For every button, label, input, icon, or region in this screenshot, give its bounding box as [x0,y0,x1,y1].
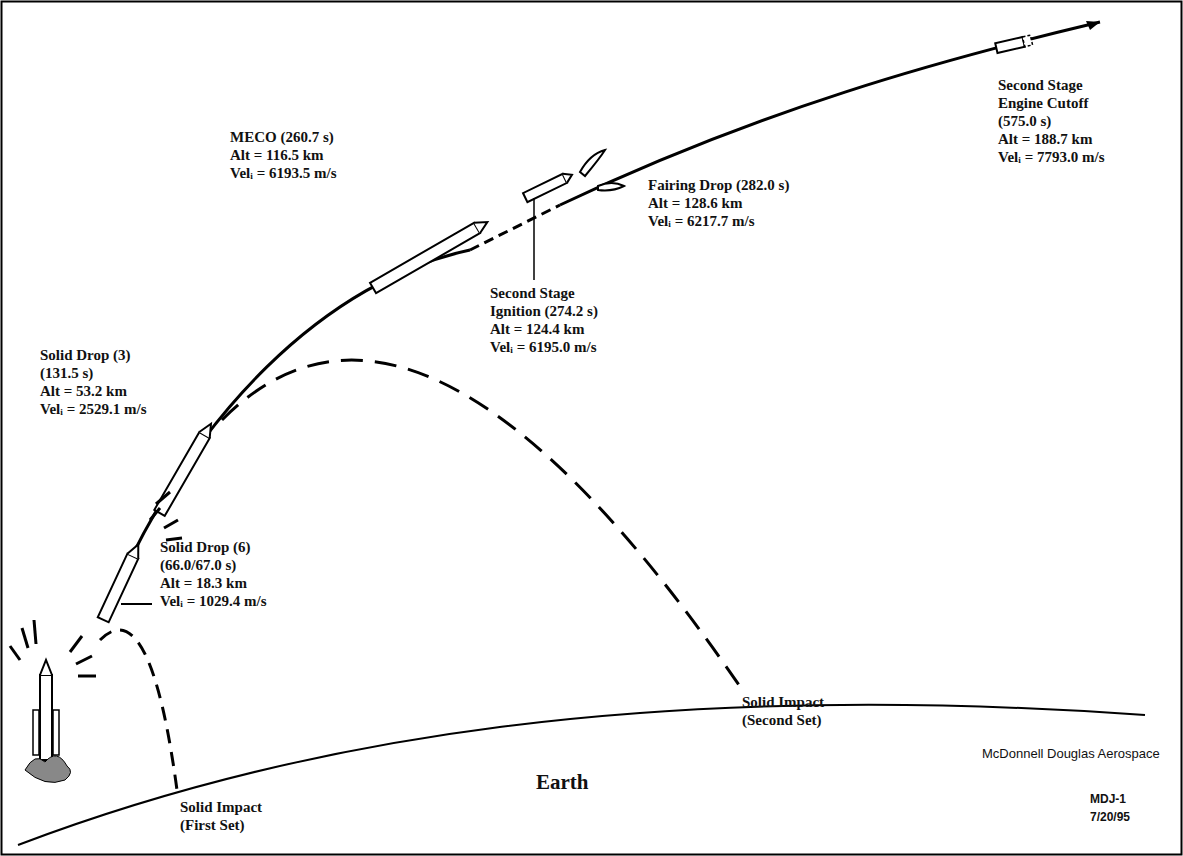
impact-arc [100,630,177,790]
impact-arc [222,360,741,688]
second-stage [523,170,574,202]
drawing-number: MDJ-1 [1090,790,1126,808]
velocity: Velᵢ = 1029.4 m/s [160,592,267,610]
company-credit: McDonnell Douglas Aerospace [982,745,1160,763]
event-time: (131.5 s) [40,364,93,382]
earth-surface [18,705,1145,845]
altitude: Alt = 116.5 km [230,146,324,164]
second-stage-final [995,35,1032,53]
leader-line [533,198,535,280]
altitude: Alt = 128.6 km [648,194,742,212]
altitude: Alt = 124.4 km [490,320,584,338]
fairing-half [580,150,605,176]
altitude: Alt = 18.3 km [160,574,247,592]
impact-label: Solid Impact [180,798,262,816]
altitude: Alt = 188.7 km [998,130,1092,148]
velocity: Velᵢ = 7793.0 m/s [998,148,1105,166]
debris [10,492,182,676]
event-title: Second Stage [490,284,575,302]
velocity: Velᵢ = 6195.0 m/s [490,338,597,356]
rocket [154,421,216,516]
drawing-date: 7/20/95 [1090,808,1130,826]
rocket-first-stage [370,217,490,293]
event-title: Ignition (274.2 s) [490,302,598,320]
event-time: (575.0 s) [998,112,1051,130]
trajectory [105,250,470,615]
velocity: Velᵢ = 6217.7 m/s [648,212,755,230]
event-title: Second Stage [998,76,1083,94]
leader-line [121,603,152,605]
rocket [98,542,144,622]
event-title: Solid Drop (6) [160,538,251,556]
event-title: Engine Cutoff [998,94,1088,112]
velocity: Velᵢ = 2529.1 m/s [40,400,147,418]
impact-label: (Second Set) [742,711,822,729]
event-title: Solid Drop (3) [40,346,131,364]
trajectory [560,22,1100,205]
event-title: MECO (260.7 s) [230,128,334,146]
event-title: Fairing Drop (282.0 s) [648,176,789,194]
velocity: Velᵢ = 6193.5 m/s [230,164,337,182]
event-time: (66.0/67.0 s) [160,556,236,574]
impact-label: (First Set) [180,816,245,834]
altitude: Alt = 53.2 km [40,382,127,400]
trajectory-coast [470,205,560,250]
earth-label: Earth [536,770,589,794]
fairing-half [598,183,624,191]
impact-label: Solid Impact [742,693,824,711]
arrow-head [1086,21,1100,30]
rocket-launch [25,660,71,782]
